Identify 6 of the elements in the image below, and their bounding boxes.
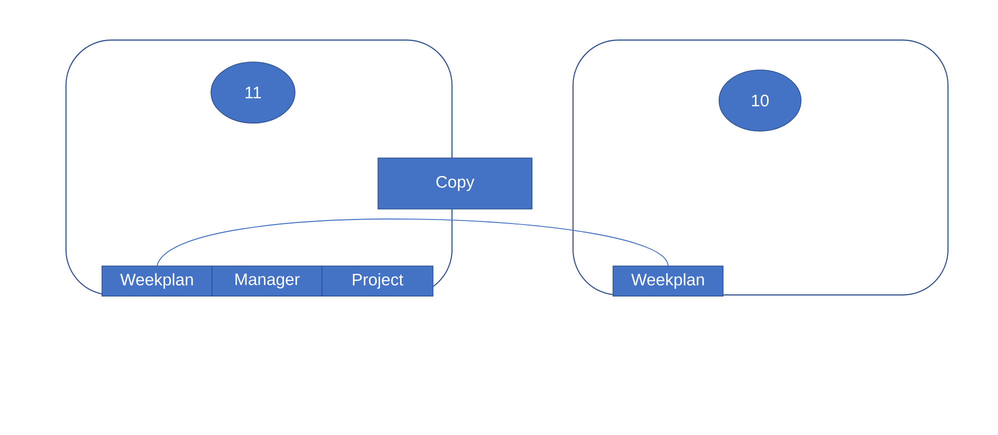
label-box: Copy <box>378 158 532 210</box>
label-box: Weekplan <box>612 266 724 296</box>
label-box: Project <box>322 266 434 296</box>
rounded-panel <box>572 40 949 296</box>
label-box: Manager <box>212 266 322 296</box>
label-box: Weekplan <box>102 266 212 296</box>
